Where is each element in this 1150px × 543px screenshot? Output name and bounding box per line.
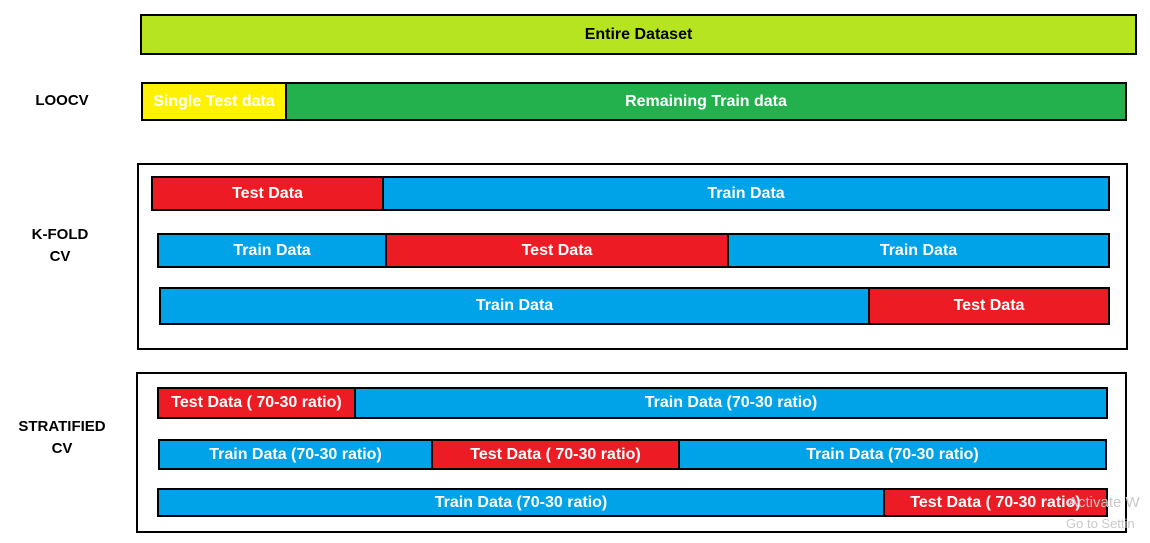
kfold-row-1-train: Train Data [384, 176, 1110, 211]
stratified-row-3-test: Test Data ( 70-30 ratio) [885, 488, 1108, 517]
loocv-test-segment: Single Test data [141, 82, 287, 121]
entire-dataset-label: Entire Dataset [584, 25, 693, 43]
loocv-train-segment: Remaining Train data [287, 82, 1127, 121]
stratified-row-1: Test Data ( 70-30 ratio) Train Data (70-… [157, 387, 1108, 419]
loocv-label: LOOCV [35, 92, 89, 109]
kfold-row-3-test: Test Data [870, 287, 1110, 325]
stratified-row-2-train-b: Train Data (70-30 ratio) [680, 439, 1107, 470]
entire-dataset-bar: Entire Dataset [140, 14, 1137, 55]
stratified-row-2-test: Test Data ( 70-30 ratio) [433, 439, 680, 470]
kfold-row-2-test: Test Data [387, 233, 729, 268]
watermark-settings: Go to Settin [1066, 516, 1135, 531]
kfold-row-1: Test Data Train Data [151, 176, 1110, 211]
kfold-row-1-test: Test Data [151, 176, 384, 211]
stratified-label: STRATIFIED CV [18, 418, 106, 457]
stratified-row-2-train-a: Train Data (70-30 ratio) [158, 439, 433, 470]
stratified-row-1-test: Test Data ( 70-30 ratio) [157, 387, 356, 419]
loocv-row: Single Test data Remaining Train data [141, 82, 1127, 121]
kfold-group [137, 163, 1128, 350]
kfold-row-2: Train Data Test Data Train Data [157, 233, 1110, 268]
kfold-label: K-FOLD CV [31, 226, 89, 265]
stratified-row-2: Train Data (70-30 ratio) Test Data ( 70-… [158, 439, 1107, 470]
watermark-activate: Activate W [1068, 494, 1140, 511]
stratified-row-1-train: Train Data (70-30 ratio) [356, 387, 1108, 419]
kfold-row-2-train-a: Train Data [157, 233, 387, 268]
stratified-row-3-train: Train Data (70-30 ratio) [157, 488, 885, 517]
stratified-group [136, 372, 1127, 533]
kfold-row-2-train-b: Train Data [729, 233, 1110, 268]
stratified-row-3: Train Data (70-30 ratio) Test Data ( 70-… [157, 488, 1108, 517]
kfold-row-3: Train Data Test Data [159, 287, 1110, 325]
kfold-row-3-train: Train Data [159, 287, 870, 325]
